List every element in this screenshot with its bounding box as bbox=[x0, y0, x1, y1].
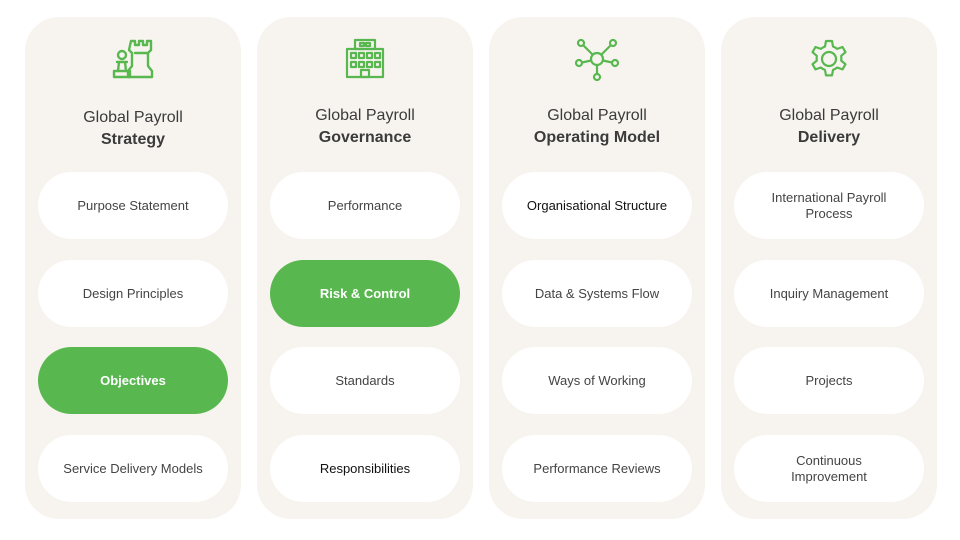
column-title: Global Payroll Delivery bbox=[721, 105, 937, 149]
pill-purpose-statement[interactable]: Purpose Statement bbox=[38, 172, 228, 239]
column-operating-model: Global Payroll Operating Model Organisat… bbox=[489, 17, 705, 519]
pill-international-payroll-process[interactable]: International Payroll Process bbox=[734, 172, 924, 239]
pill-ways-of-working[interactable]: Ways of Working bbox=[502, 347, 692, 414]
pill-service-delivery-models[interactable]: Service Delivery Models bbox=[38, 435, 228, 502]
title-line-primary: Global Payroll bbox=[83, 109, 183, 126]
pill-inquiry-management[interactable]: Inquiry Management bbox=[734, 260, 924, 327]
pill-performance-reviews[interactable]: Performance Reviews bbox=[502, 435, 692, 502]
title-line-emphasis: Operating Model bbox=[533, 129, 661, 146]
column-title: Global Payroll Strategy bbox=[25, 107, 241, 151]
column-governance: Global Payroll Governance Performance Ri… bbox=[257, 17, 473, 519]
title-line-primary: Global Payroll bbox=[779, 107, 879, 124]
pill-responsibilities[interactable]: Responsibilities bbox=[270, 435, 460, 502]
network-hub-icon bbox=[573, 35, 621, 83]
title-line-primary: Global Payroll bbox=[547, 107, 647, 124]
pill-projects[interactable]: Projects bbox=[734, 347, 924, 414]
pill-data-systems-flow[interactable]: Data & Systems Flow bbox=[502, 260, 692, 327]
pill-design-principles[interactable]: Design Principles bbox=[38, 260, 228, 327]
column-delivery: Global Payroll Delivery International Pa… bbox=[721, 17, 937, 519]
title-line-emphasis: Strategy bbox=[100, 131, 166, 148]
column-title: Global Payroll Operating Model bbox=[489, 105, 705, 149]
pill-organisational-structure[interactable]: Organisational Structure bbox=[502, 172, 692, 239]
pill-objectives[interactable]: Objectives bbox=[38, 347, 228, 414]
chess-strategy-icon bbox=[109, 35, 157, 83]
title-line-primary: Global Payroll bbox=[315, 107, 415, 124]
building-icon bbox=[341, 35, 389, 83]
column-strategy: Global Payroll Strategy Purpose Statemen… bbox=[25, 17, 241, 519]
pill-continuous-improvement[interactable]: Continuous Improvement bbox=[734, 435, 924, 502]
pill-risk-control[interactable]: Risk & Control bbox=[270, 260, 460, 327]
title-line-emphasis: Governance bbox=[318, 129, 412, 146]
title-line-emphasis: Delivery bbox=[797, 129, 861, 146]
pill-performance[interactable]: Performance bbox=[270, 172, 460, 239]
pill-standards[interactable]: Standards bbox=[270, 347, 460, 414]
gear-icon bbox=[805, 35, 853, 83]
column-title: Global Payroll Governance bbox=[257, 105, 473, 149]
